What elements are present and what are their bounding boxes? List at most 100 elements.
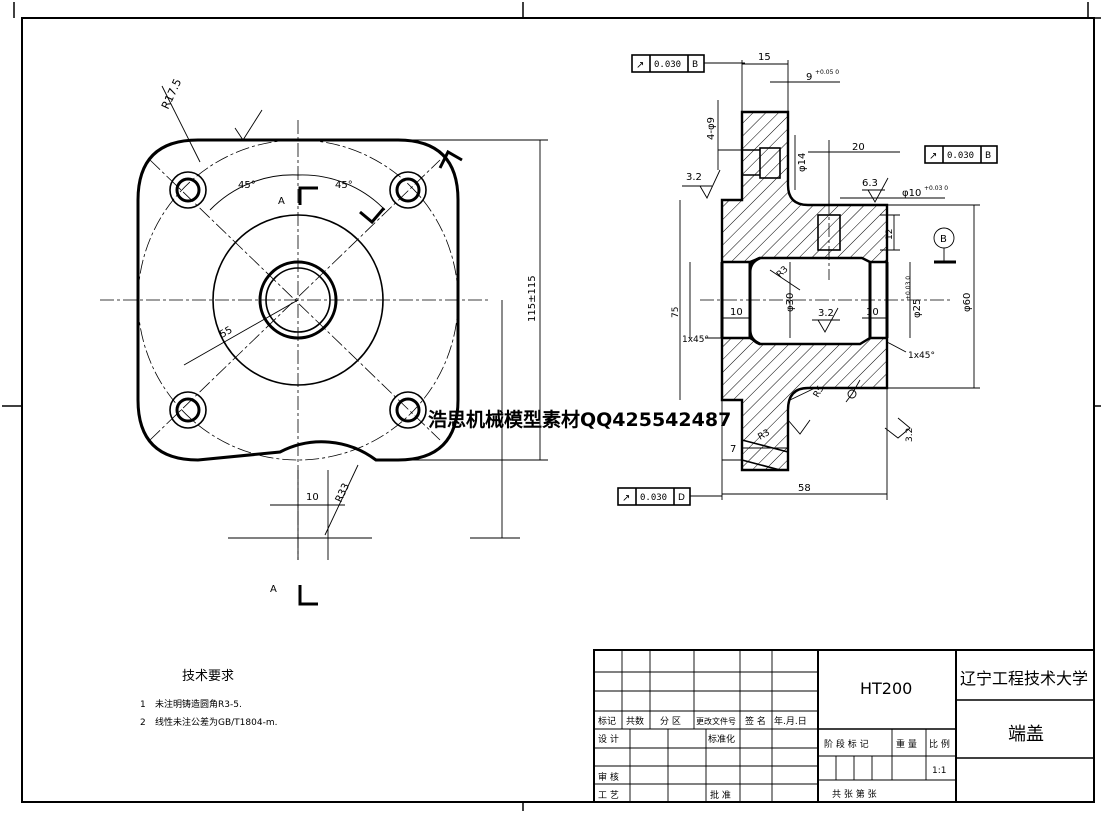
- tech-req-title: 技术要求: [182, 669, 234, 684]
- tb-school: 辽宁工程技术大学: [960, 669, 1088, 688]
- label-115: 115±115: [527, 275, 538, 322]
- label-dim-75: 75: [671, 307, 681, 318]
- label-dim-15: 15: [758, 52, 771, 63]
- label-chamfer-right: 1x45°: [908, 351, 935, 361]
- bolt-hole-tr: [389, 171, 427, 209]
- section-cut-right: [359, 207, 386, 225]
- bolt-hole-tl: [169, 171, 207, 209]
- rough-sym-32-mid: [812, 307, 840, 333]
- label-phi30: φ30: [785, 293, 796, 312]
- label-rough-63: 6.3: [862, 178, 878, 189]
- r3-leader: [769, 269, 801, 291]
- label-phi10-tol: +0.03 0: [924, 185, 948, 192]
- tb-col-mark: 标记: [598, 715, 616, 727]
- rough-sym-32-top: [682, 169, 721, 199]
- title-block: 标记 共数 分 区 更改文件号 签 名 年.月.日 设 计 标准化 审 核 工 …: [593, 649, 1095, 803]
- section-label-top: A: [278, 196, 285, 207]
- label-dim-20: 20: [852, 142, 865, 153]
- tb-row-standard: 标准化: [708, 733, 735, 745]
- technical-requirements: 技术要求 1 未注明铸造圆角R3-5. 2 线性未注公差为GB/T1804-m.: [140, 669, 277, 728]
- tb-row-weight: 重 量: [896, 738, 917, 750]
- label-55: 55: [218, 325, 235, 341]
- angle-arc-left: [209, 174, 299, 211]
- boss-circle: [212, 214, 384, 386]
- label-10: 10: [306, 492, 319, 503]
- tb-col-date: 年.月.日: [774, 715, 807, 727]
- label-dim-7: 7: [730, 444, 736, 455]
- tol3-symbol: ↗: [622, 493, 630, 504]
- bore-circle: [258, 260, 338, 340]
- front-view: R17.5 45° 45° A A 55 115±115 10 R33: [100, 77, 548, 606]
- flange-outline: [136, 138, 460, 462]
- label-45-left: 45°: [238, 180, 256, 191]
- tol1-value: 0.030: [654, 60, 681, 70]
- section-label-bottom: A: [270, 584, 277, 595]
- tol3-value: 0.030: [640, 493, 667, 503]
- section-cut-top: [298, 186, 318, 205]
- label-dim-12: 12: [885, 229, 895, 240]
- dim-55-line: [183, 299, 299, 366]
- tolerance-frame-2: ↗ 0.030 B: [924, 145, 998, 164]
- tb-col-sign: 签 名: [745, 715, 766, 727]
- label-r17-5: R17.5: [159, 77, 184, 112]
- tb-row-approve: 批 准: [710, 789, 731, 801]
- tb-col-docno: 更改文件号: [696, 716, 736, 726]
- watermark-text: 浩思机械模型素材QQ425542487: [428, 408, 731, 431]
- tb-row-review: 审 核: [598, 771, 619, 783]
- label-4phi9: 4-φ9: [706, 117, 717, 140]
- tol2-datum: B: [985, 151, 991, 161]
- rough-symbol-front: [234, 109, 263, 141]
- tol1-datum: B: [692, 60, 698, 70]
- tol2-value: 0.030: [947, 151, 974, 161]
- r-leader: [161, 85, 201, 163]
- chamfer-right-leader: [886, 341, 907, 353]
- label-phi10: φ10: [902, 188, 921, 199]
- label-rough-32-right: 3.2: [905, 428, 915, 442]
- section-cut-corner: [438, 149, 463, 169]
- tolerance-frame-1: ↗ 0.030 B: [631, 54, 745, 73]
- label-phi60: φ60: [962, 293, 973, 312]
- tech-req-2: 线性未注公差为GB/T1804-m.: [155, 716, 277, 728]
- sheet-border: [21, 17, 1095, 803]
- rough-sym-63: [862, 177, 889, 203]
- tb-row-scale: 比 例: [929, 738, 950, 750]
- section-upper: [720, 110, 889, 264]
- label-rough-32-top: 3.2: [686, 172, 702, 183]
- label-dim-9: 9: [806, 72, 812, 83]
- label-r3: R3: [775, 265, 791, 281]
- tb-part-name: 端盖: [1008, 724, 1044, 745]
- tb-scale-value: 1:1: [932, 766, 946, 776]
- label-dim-10-right: 10: [866, 307, 879, 318]
- bore-inner: [265, 267, 331, 333]
- label-rough-32-mid: 3.2: [818, 308, 834, 319]
- label-phi25: φ25: [912, 299, 923, 318]
- tech-req-1: 未注明铸造圆角R3-5.: [155, 698, 242, 710]
- label-r33: R33: [334, 482, 352, 504]
- label-chamfer-left: 1x45°: [682, 335, 709, 345]
- tol1-symbol: ↗: [636, 60, 644, 71]
- rough-circle-mark: [847, 389, 857, 399]
- tech-req-1-no: 1: [140, 700, 146, 710]
- label-dim-9-tol: +0.05 0: [815, 69, 839, 76]
- bolt-hole-br: [389, 391, 427, 429]
- label-phi14: φ14: [797, 153, 808, 172]
- tb-row-stage: 阶 段 标 记: [824, 738, 869, 750]
- lower-lip-lines: [741, 439, 789, 471]
- tol2-symbol: ↗: [929, 151, 937, 162]
- section-cut-bottom: [298, 585, 318, 606]
- counterbore-top: [759, 147, 781, 179]
- section-lower: [720, 336, 889, 472]
- tb-row-sheets: 共 张 第 张: [832, 788, 877, 800]
- label-dim-58: 58: [798, 483, 811, 494]
- tb-col-count: 共数: [626, 715, 644, 727]
- tb-row-design: 设 计: [598, 733, 619, 745]
- rough-sym-32-right: [884, 417, 911, 439]
- rough-sym-lower: [787, 419, 811, 435]
- section-view: 15 9 +0.05 0 4-φ9 φ14 20 3.2 6.3 φ10 +0.…: [671, 52, 980, 500]
- label-dim-10-left: 10: [730, 307, 743, 318]
- r33-leader: [324, 464, 359, 536]
- r5-leader: [789, 387, 816, 401]
- tb-col-zone: 分 区: [660, 716, 681, 727]
